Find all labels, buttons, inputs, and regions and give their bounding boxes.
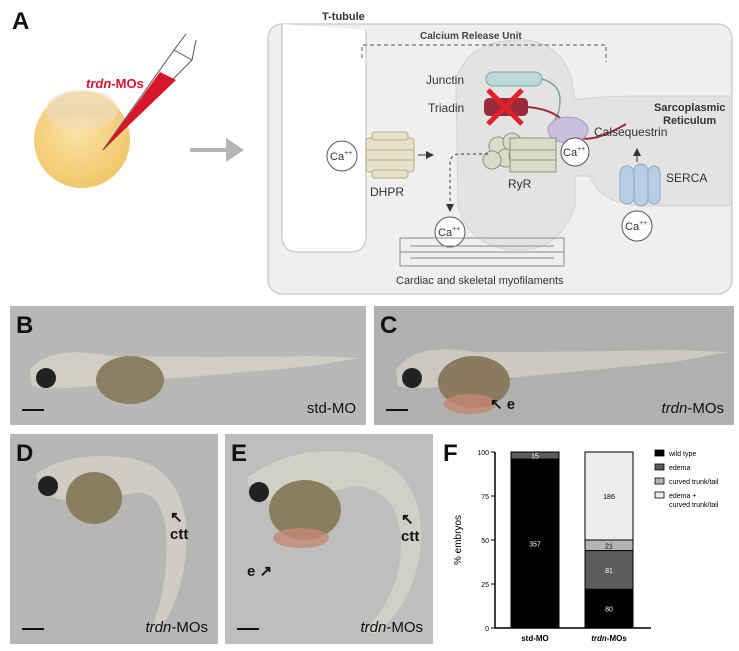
edema-marker-c: ↖ e <box>490 396 516 413</box>
sarcoplasmic-reticulum-shape <box>455 39 731 251</box>
triadin-label: Triadin <box>428 101 464 115</box>
dhpr-channel <box>365 131 415 179</box>
svg-text:Ca++: Ca++ <box>563 146 585 159</box>
photo-panel-c: trdn-MOs ↖ e <box>374 306 734 425</box>
label-std-mo: std-MO <box>306 400 356 417</box>
panel-label-c: C <box>380 312 398 339</box>
myofilaments-label: Cardiac and skeletal myofilaments <box>396 275 564 287</box>
photo-panel-d: trdn-MOs ↖ctt <box>10 434 218 644</box>
ryr-release-arrow <box>446 153 488 212</box>
legend-swatch <box>654 463 665 471</box>
injection-label: trdn-MOs <box>86 76 144 91</box>
panel-label-f: F <box>443 440 458 467</box>
y-tick-label: 75 <box>481 494 489 501</box>
legend-label: wild type <box>668 451 696 458</box>
t-tubule-shape <box>281 24 367 253</box>
panel-label-d: D <box>16 440 34 467</box>
larva-illustration-b <box>30 352 360 404</box>
y-tick-label: 0 <box>485 626 489 633</box>
panel-label-e: E <box>231 440 248 467</box>
calsequestrin-label: Calsequestrin <box>594 125 667 139</box>
label-trdn-mos-c: trdn-MOs <box>661 400 724 417</box>
y-tick-label: 50 <box>481 538 489 545</box>
legend-swatch <box>654 491 665 499</box>
serca-label: SERCA <box>666 171 707 185</box>
ryr-label: RyR <box>508 177 532 191</box>
y-tick-label: 100 <box>477 450 489 457</box>
larva-illustration-c <box>396 349 728 414</box>
x-tick-label: std-MO <box>521 634 549 643</box>
legend-swatch <box>654 477 665 485</box>
legend-swatch <box>654 449 665 457</box>
larva-illustration-d <box>36 456 187 632</box>
bar-segment <box>510 458 560 629</box>
cru-label: Calcium Release Unit <box>420 31 522 42</box>
legend-label: curved trunk/tail <box>669 479 719 486</box>
serca-pump <box>619 163 661 207</box>
calcium-ion-dhpr: Ca++ <box>326 140 358 172</box>
edema-marker-e: e ↗ <box>247 563 273 580</box>
label-trdn-mos-d: trdn-MOs <box>145 619 208 636</box>
calcium-ion-sr: Ca++ <box>560 137 590 167</box>
bar-segment <box>584 451 634 541</box>
dhpr-label: DHPR <box>370 185 404 199</box>
bar-count-label: 81 <box>605 568 613 575</box>
x-tick-label: trdn-MOs <box>591 634 627 643</box>
legend-label: edema + <box>669 493 696 500</box>
calcium-ion-serca: Ca++ <box>621 210 653 242</box>
bar-segment <box>510 451 560 460</box>
zebrafish-embryo-illustration <box>34 90 130 188</box>
bar-count-label: 80 <box>605 607 613 614</box>
bar-count-label: 21 <box>605 543 613 550</box>
svg-text:Ca++: Ca++ <box>438 226 460 239</box>
ryr-channel <box>482 132 557 173</box>
cru-bracket <box>361 44 607 62</box>
legend-label: edema <box>669 465 691 472</box>
photo-panel-e: trdn-MOs e ↗ ↖ctt <box>225 434 433 644</box>
ctt-marker-d: ↖ctt <box>170 509 189 543</box>
sr-label-line1: Sarcoplasmic <box>654 102 726 114</box>
stacked-bar-chart: 0 25 50 75 100 % embryos 357 15 80 81 21 186 std-… <box>453 449 719 643</box>
legend-label: curved trunk/tail <box>669 502 719 509</box>
ctt-marker-e: ↖ctt <box>401 511 420 545</box>
junctin-label: Junctin <box>426 73 464 87</box>
x-axis-labels: std-MO trdn-MOs <box>521 634 627 643</box>
myofilaments <box>399 237 565 267</box>
photo-panel-b: std-MO <box>10 306 366 425</box>
larva-illustration-e <box>247 451 422 634</box>
label-trdn-mos-e: trdn-MOs <box>360 619 423 636</box>
sr-label-line2: Reticulum <box>663 115 716 127</box>
bar-count-label: 186 <box>603 494 615 501</box>
scale-bar-b <box>22 409 44 411</box>
scale-bar-d <box>22 628 44 630</box>
scale-bar-e <box>237 628 259 630</box>
scale-bar-c <box>386 409 408 411</box>
svg-text:Ca++: Ca++ <box>330 150 352 163</box>
chart-legend: wild type edema curved trunk/tail edema + cu… <box>654 449 719 509</box>
panel-label-a: A <box>12 8 30 35</box>
svg-text:Ca++: Ca++ <box>625 220 647 233</box>
injection-needle-illustration <box>102 33 197 151</box>
y-axis-label: % embryos <box>453 515 464 565</box>
bar-count-label: 15 <box>531 454 539 461</box>
bar-segment <box>584 550 634 590</box>
calcium-ion-cytosol: Ca++ <box>434 216 466 248</box>
process-arrow <box>190 138 244 162</box>
panel-a-schematic: trdn-MOs T-tubule Sarcoplasmic Reticulum… <box>34 11 733 295</box>
t-tubule-label: T-tubule <box>322 11 365 23</box>
bars-group: 357 15 80 81 21 186 <box>495 451 651 629</box>
y-axis: 0 25 50 75 100 <box>477 450 496 633</box>
panel-label-b: B <box>16 312 34 339</box>
bar-segment <box>584 588 634 629</box>
y-tick-label: 25 <box>481 582 489 589</box>
bar-count-label: 357 <box>529 542 541 549</box>
